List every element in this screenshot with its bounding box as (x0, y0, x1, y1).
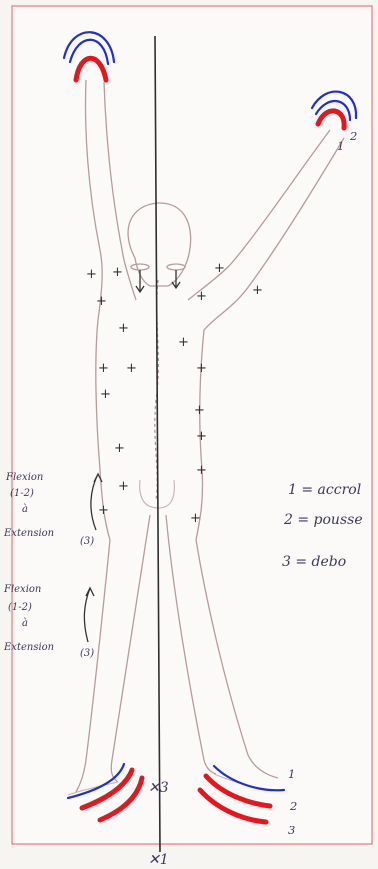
annotation-upper-word: Flexion (5, 472, 43, 483)
plus-mark: + (252, 283, 263, 298)
legend-line-2: 2 = pousse (283, 512, 363, 528)
paper-frame (12, 6, 372, 844)
axis-bottom-mark: ✕1 (148, 852, 169, 868)
plus-mark: + (196, 361, 207, 376)
right-hand-label-1: 1 (337, 139, 344, 153)
plus-mark: + (196, 429, 207, 444)
axis-mid-mark: ✕3 (148, 780, 169, 796)
plus-mark: + (126, 361, 137, 376)
right-hand-label-2: 2 (349, 129, 357, 143)
plus-mark: + (178, 335, 189, 350)
plus-mark: + (196, 463, 207, 478)
plus-mark: + (100, 387, 111, 402)
annotation-upper-join: à (22, 504, 28, 515)
annotation-upper-end: (3) (80, 536, 94, 547)
plus-mark: + (214, 261, 225, 276)
plus-mark: + (118, 479, 129, 494)
foot-label-1: 1 (288, 767, 295, 781)
plus-mark: + (194, 403, 205, 418)
plus-mark: + (98, 503, 109, 518)
plus-mark: + (190, 511, 201, 526)
plus-mark: + (96, 294, 107, 309)
annotation-lower-join: à (22, 618, 28, 629)
plus-mark: + (98, 361, 109, 376)
annotation-lower-range: (1-2) (8, 602, 32, 613)
legend-line-3: 3 = debo (282, 554, 346, 570)
annotation-lower-word2: Extension (3, 642, 54, 653)
plus-mark: + (114, 441, 125, 456)
plus-mark: + (86, 267, 97, 282)
plus-mark: + (118, 321, 129, 336)
annotation-upper-word2: Extension (3, 528, 54, 539)
plus-mark: + (112, 265, 123, 280)
legend-line-1: 1 = accrol (288, 482, 361, 498)
annotation-lower-word: Flexion (3, 584, 41, 595)
foot-label-3: 3 (288, 823, 295, 837)
foot-label-2: 2 (289, 799, 297, 813)
plus-mark: + (196, 289, 207, 304)
annotation-upper-range: (1-2) (10, 488, 34, 499)
annotation-lower-end: (3) (80, 648, 94, 659)
